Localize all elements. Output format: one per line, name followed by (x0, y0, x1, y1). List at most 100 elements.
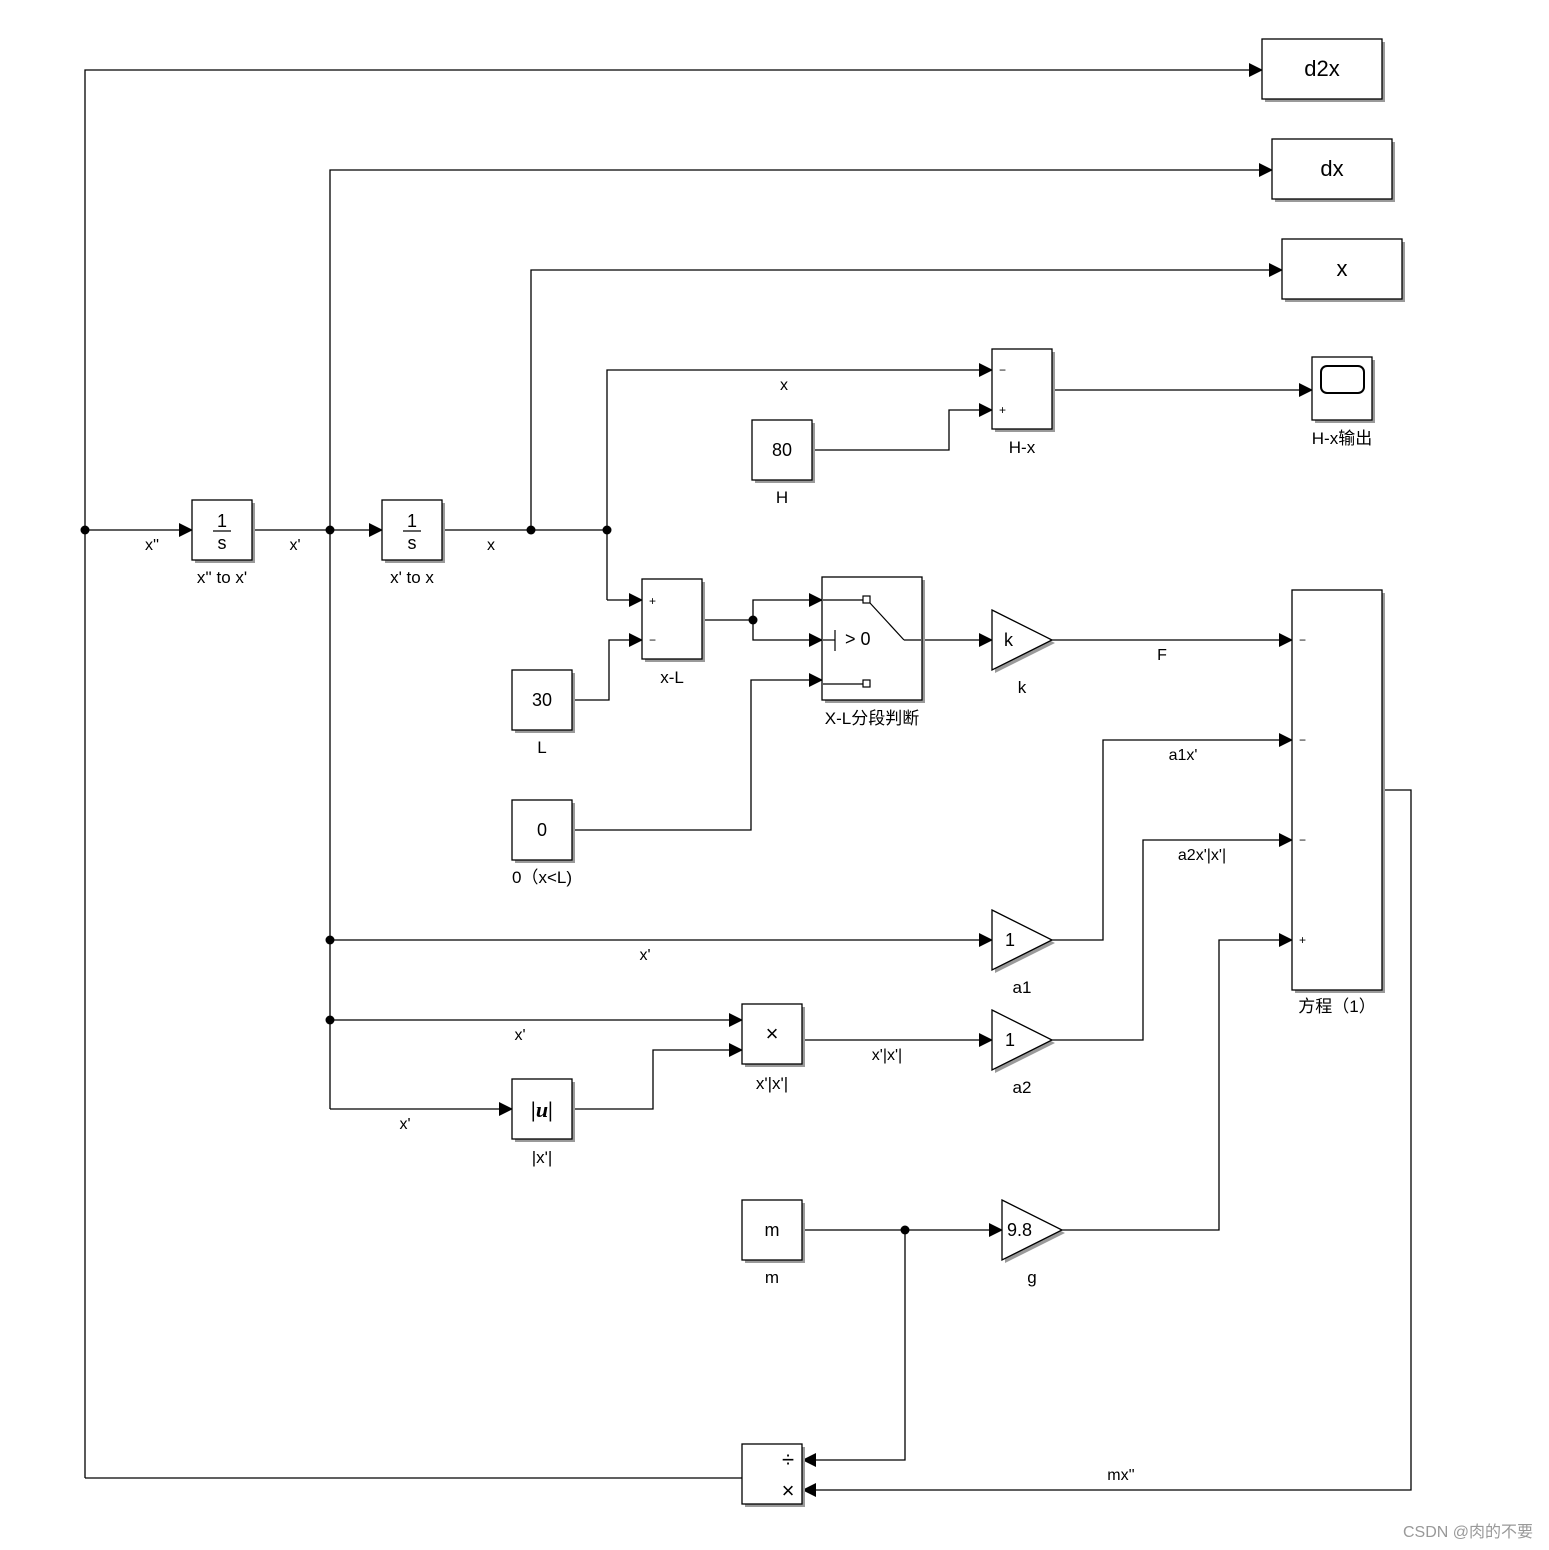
scope-icon (1320, 365, 1365, 394)
divide-icon: ÷ (782, 1447, 794, 1472)
integrator-2-numerator: 1 (407, 511, 417, 531)
abs-icon: |u| (531, 1097, 553, 1122)
outport-d2x-name: d2x (1304, 56, 1339, 81)
constant-m-block[interactable]: m m (741, 1199, 805, 1287)
integrator-2-denominator: s (408, 533, 417, 553)
constant-L-value: 30 (532, 690, 552, 710)
sum-hx-plus: + (999, 403, 1006, 417)
scope-block[interactable]: H-x输出 (1311, 356, 1375, 448)
constant-m-label: m (765, 1268, 779, 1287)
sum-hx-label: H-x (1009, 438, 1036, 457)
constant-zero-block[interactable]: 0 0（x<L) (511, 799, 575, 887)
arrow-xl-in1 (629, 593, 643, 607)
junction-dot (602, 525, 612, 535)
arrow-k-in (979, 633, 993, 647)
wire-eq-to-divide (816, 789, 1412, 1491)
outport-dx[interactable]: dx (1271, 138, 1395, 202)
abs-label: |x'| (532, 1148, 553, 1167)
arrow-eq-in4 (1279, 933, 1293, 947)
gain-k-block[interactable]: k k (991, 608, 1055, 697)
arrow-d2x (1249, 63, 1263, 77)
gain-a2-value: 1 (1005, 1030, 1015, 1050)
outport-x[interactable]: x (1281, 238, 1405, 302)
signal-label-mxdd: mx'' (1107, 1467, 1134, 1484)
gain-a2-label: a2 (1013, 1078, 1032, 1097)
signal-label-F: F (1157, 647, 1167, 664)
arrow-hx-in2 (979, 403, 993, 417)
junction-dot (900, 1225, 910, 1235)
sum-equation-block[interactable]: − − − + 方程（1） (1291, 589, 1385, 1016)
arrow-div-in1 (802, 1453, 816, 1467)
arrow-eq-in2 (1279, 733, 1293, 747)
gain-g-block[interactable]: 9.8 g (1001, 1198, 1065, 1287)
arrow-eq-in3 (1279, 833, 1293, 847)
signal-label-xdd: x'' (145, 537, 159, 554)
outport-x-name: x (1337, 256, 1348, 281)
product-block[interactable]: × x'|x'| (741, 1003, 805, 1093)
sum-xl-label: x-L (660, 668, 684, 687)
sum-eq-sign-1: − (1299, 633, 1306, 647)
arrowheads (179, 63, 1313, 1497)
wire-m-to-divide (816, 1230, 906, 1461)
arrow-x-out (1269, 263, 1283, 277)
outport-d2x[interactable]: d2x (1261, 38, 1385, 102)
wire-xd-trunk (329, 169, 1259, 1109)
integrator-2-block[interactable]: 1 s x' to x (381, 499, 445, 587)
arrow-abs-in (499, 1102, 513, 1116)
switch-block[interactable]: > 0 X-L分段判断 (821, 576, 925, 728)
sum-hx-block[interactable]: − + H-x (991, 348, 1055, 457)
arrow-div-in2 (802, 1483, 816, 1497)
abs-block[interactable]: |u| |x'| (511, 1078, 575, 1167)
integrator-1-denominator: s (218, 533, 227, 553)
gain-a2-block[interactable]: 1 a2 (991, 1008, 1055, 1097)
gain-k-label: k (1018, 678, 1027, 697)
divide-block[interactable]: ÷ × (741, 1443, 805, 1507)
signal-label-x-top: x (780, 377, 788, 394)
outport-dx-name: dx (1320, 156, 1343, 181)
constant-L-block[interactable]: 30 L (511, 669, 575, 757)
wire-feedback-to-d2x (84, 69, 1249, 1478)
switch-criteria: > 0 (845, 629, 871, 649)
signal-label-xd: x' (289, 537, 300, 554)
wire-a2-to-eq (1052, 839, 1279, 1041)
arrow-int1-in (179, 523, 193, 537)
constant-zero-value: 0 (537, 820, 547, 840)
arrow-xl-in2 (629, 633, 643, 647)
arrow-dx (1259, 163, 1273, 177)
product-multiply-icon: × (766, 1021, 779, 1046)
sum-equation-label: 方程（1） (1298, 997, 1375, 1016)
wire-x-to-hx (606, 369, 979, 600)
wire-g-to-eq (1062, 939, 1279, 1231)
gain-a1-label: a1 (1013, 978, 1032, 997)
wires (84, 69, 1412, 1491)
scope-label: H-x输出 (1312, 429, 1372, 448)
watermark: CSDN @肉的不要 (1403, 1523, 1533, 1541)
constant-H-label: H (776, 488, 788, 507)
constant-H-block[interactable]: 80 H (751, 419, 815, 507)
junction-dot (325, 1015, 335, 1025)
signal-label-prod-out: x'|x'| (872, 1047, 902, 1064)
wire-L-to-xl (572, 639, 629, 701)
constant-H-value: 80 (772, 440, 792, 460)
gain-k-value: k (1004, 630, 1014, 650)
gain-a1-block[interactable]: 1 a1 (991, 908, 1055, 997)
junctions (80, 525, 910, 1235)
sum-eq-sign-2: − (1299, 733, 1306, 747)
arrow-int2-in (369, 523, 383, 537)
constant-L-label: L (537, 738, 546, 757)
integrator-1-block[interactable]: 1 s x'' to x' (191, 499, 255, 587)
gain-g-label: g (1027, 1268, 1036, 1287)
sum-xl-plus: + (649, 594, 656, 608)
arrow-prod-in1 (729, 1013, 743, 1027)
integrator-2-label: x' to x (390, 568, 434, 587)
arrow-g-in (989, 1223, 1003, 1237)
sum-xl-block[interactable]: + − x-L (641, 578, 705, 687)
arrow-sw-in1 (809, 593, 823, 607)
signal-label-xd-abs: x' (399, 1116, 410, 1133)
arrow-a1-in (979, 933, 993, 947)
signal-label-a2: a2x'|x'| (1178, 847, 1226, 864)
wire-abs-to-prod (572, 1049, 729, 1110)
integrator-1-numerator: 1 (217, 511, 227, 531)
junction-dot (526, 525, 536, 535)
